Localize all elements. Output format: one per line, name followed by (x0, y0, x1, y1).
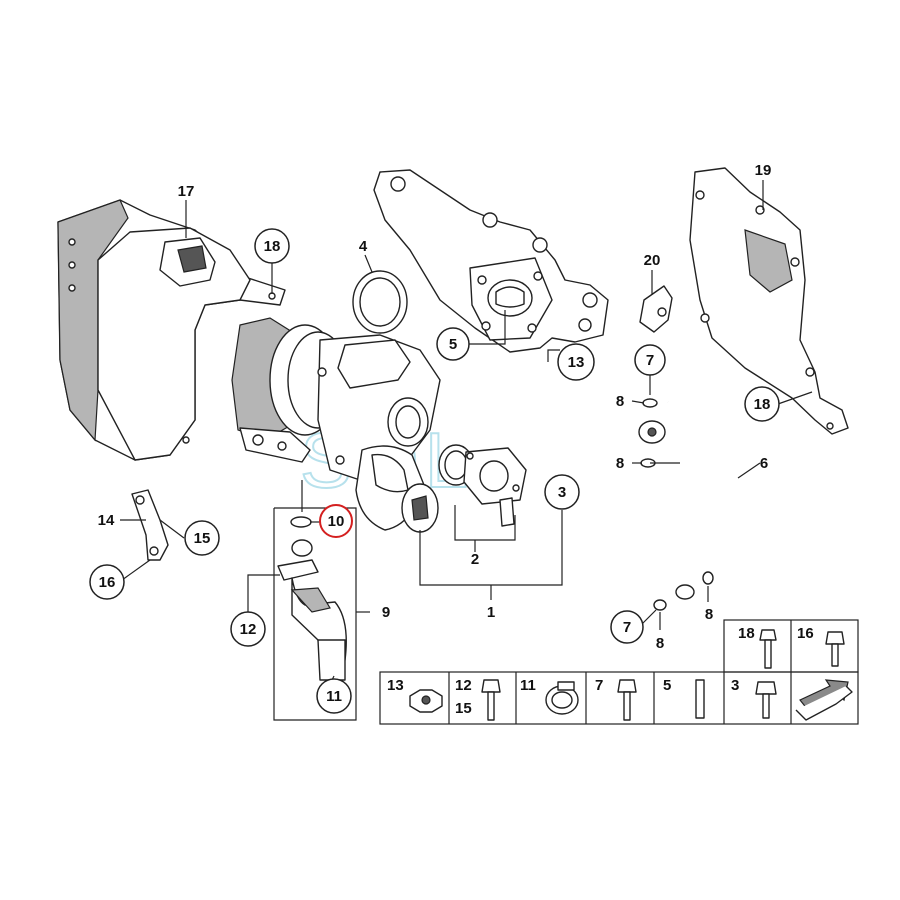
svg-text:8: 8 (616, 455, 624, 472)
callout-8b: 8 (616, 455, 624, 472)
svg-text:18: 18 (754, 396, 771, 413)
svg-text:9: 9 (382, 604, 390, 621)
svg-text:11: 11 (326, 688, 342, 705)
svg-text:18: 18 (264, 238, 281, 255)
callout-1: 1 (487, 604, 495, 621)
svg-text:12: 12 (240, 621, 257, 638)
svg-text:7: 7 (623, 619, 631, 636)
arrow-icon (795, 679, 853, 721)
svg-text:13: 13 (568, 354, 585, 371)
svg-text:17: 17 (178, 183, 195, 200)
callout-8c: 8 (656, 635, 664, 652)
svg-text:7: 7 (595, 677, 603, 694)
oil-line-6 (638, 398, 747, 611)
callout-7b: 7 (610, 610, 644, 644)
svg-text:10: 10 (328, 513, 345, 530)
bracket-14 (131, 489, 169, 561)
callout-5: 5 (436, 327, 470, 361)
hardware-cell-16: 16 (797, 625, 845, 667)
hardware-cell-7: 7 (595, 677, 637, 721)
svg-text:5: 5 (663, 677, 671, 694)
svg-text:1: 1 (487, 604, 495, 621)
callout-15: 15 (184, 520, 220, 556)
callout-13: 13 (557, 343, 595, 381)
callout-16: 16 (89, 564, 125, 600)
hardware-table: 18 16 13 12 15 11 (379, 619, 859, 725)
hardware-cell-18: 18 (738, 625, 777, 669)
svg-text:4: 4 (359, 238, 368, 255)
svg-text:14: 14 (98, 512, 115, 529)
callout-18a: 18 (254, 228, 290, 264)
svg-text:16: 16 (99, 574, 116, 591)
svg-text:13: 13 (387, 677, 404, 694)
callout-4: 4 (359, 238, 368, 255)
heat-shield-19 (689, 167, 849, 435)
svg-text:6: 6 (760, 455, 768, 472)
callout-8a: 8 (616, 393, 624, 410)
svg-text:3: 3 (731, 677, 739, 694)
callout-6: 6 (760, 455, 768, 472)
exhaust-manifold-13 (373, 169, 609, 353)
callout-8d: 8 (705, 606, 713, 623)
hardware-cell-13: 13 (387, 677, 443, 713)
callout-17: 17 (178, 183, 195, 200)
callout-18b: 18 (744, 386, 780, 422)
heat-shield-17 (57, 199, 286, 461)
callout-11: 11 (316, 678, 352, 714)
leader-lines (120, 180, 813, 721)
gasket-4 (352, 270, 408, 334)
hardware-cell-3: 3 (731, 677, 777, 719)
hardware-cell-11: 11 (520, 677, 579, 715)
svg-text:12: 12 (455, 677, 472, 694)
callout-19: 19 (755, 162, 772, 179)
callout-20: 20 (644, 252, 661, 269)
svg-text:15: 15 (455, 700, 472, 717)
hardware-cell-12-15: 12 15 (455, 677, 501, 721)
callout-2: 2 (471, 551, 479, 568)
bracket-20 (639, 285, 673, 333)
svg-text:11: 11 (520, 677, 536, 694)
flange-2 (438, 444, 527, 527)
turbocharger-1 (231, 317, 441, 533)
svg-text:16: 16 (797, 625, 814, 642)
svg-text:7: 7 (646, 352, 654, 369)
callout-3: 3 (544, 474, 580, 510)
svg-text:15: 15 (194, 530, 211, 547)
callout-10: 10 (319, 504, 353, 538)
callout-7a: 7 (634, 344, 666, 376)
svg-text:20: 20 (644, 252, 661, 269)
callout-9: 9 (382, 604, 390, 621)
callout-12: 12 (230, 611, 266, 647)
svg-text:18: 18 (738, 625, 755, 642)
svg-text:8: 8 (616, 393, 624, 410)
oil-return-9 (277, 516, 347, 681)
svg-text:8: 8 (705, 606, 713, 623)
hardware-cell-5: 5 (663, 677, 705, 719)
svg-text:5: 5 (449, 336, 457, 353)
callout-14: 14 (98, 512, 115, 529)
svg-text:3: 3 (558, 484, 566, 501)
svg-text:19: 19 (755, 162, 772, 179)
svg-text:8: 8 (656, 635, 664, 652)
svg-text:2: 2 (471, 551, 479, 568)
